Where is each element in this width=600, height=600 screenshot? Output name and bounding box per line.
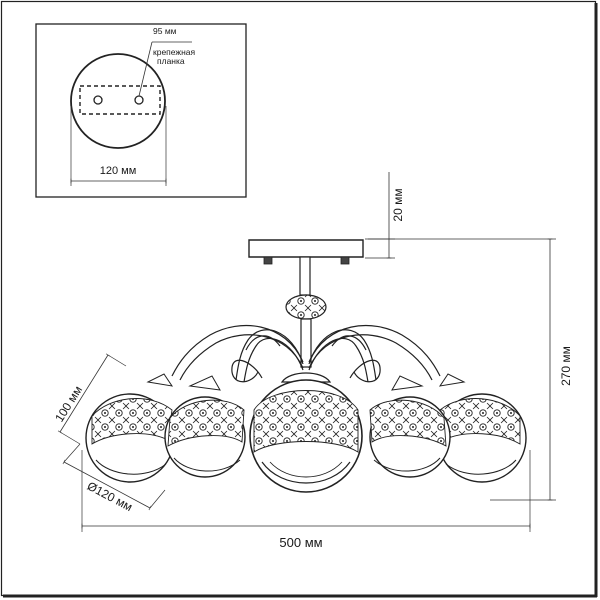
shade-left-lace [167,399,245,447]
shade-right-lace [369,399,447,447]
socket-right [391,375,424,391]
arms [171,324,441,383]
scroll-left-top [245,335,281,351]
center-rod [299,256,311,296]
shade-diameter-ext-left [63,443,81,463]
socket-far-right [438,373,466,387]
scroll-right [349,359,381,383]
shade-right [369,375,451,478]
canopy-screw-right [340,256,350,265]
shade-far-right-rim [445,459,517,475]
mounting-bracket [79,85,161,115]
shade-left-rim [173,457,241,472]
shade-center [249,372,363,493]
shade-right-rim [373,457,441,472]
shade-center-rim-inner [269,461,343,478]
arm-right-inner [308,337,369,383]
canopy-height-dim: 20 мм [365,172,405,259]
screw-hole-left [93,95,103,105]
shade-far-left-rim [95,459,167,475]
arm-right-outer [308,329,377,381]
bracket-name-label-2: планка [157,56,185,66]
shade-height-ext-bottom [59,431,81,445]
shade-height-ext-top [107,354,127,367]
screw-hole-right [134,95,144,105]
arm-far-left-inner [179,334,304,381]
mounting-plate-circle [70,53,166,149]
bracket-leader-line [138,41,153,97]
total-width-label: 500 мм [279,535,322,550]
plate-diameter-label: 120 мм [100,165,137,177]
shade-far-right [437,373,527,483]
shade-height-dim-line [57,353,111,434]
socket-left [188,375,221,391]
shade-diameter-ext-right [149,489,166,509]
bracket-length-label: 95 мм [153,26,177,36]
shade-diameter-dim-line [62,459,152,511]
ceiling-canopy [248,239,364,258]
mounting-plate-inset: 95 мм крепежная планка 120 мм [35,23,247,198]
chandelier [85,239,527,493]
shade-left [164,375,246,478]
canopy-height-label: 20 мм [391,188,405,221]
scroll-right-top [331,335,367,351]
canopy-screw-left [263,256,273,265]
arm-left-outer [235,329,304,381]
arm-far-right-inner [308,334,433,381]
socket-center [280,372,332,383]
arm-left-inner [243,337,304,383]
bracket-name-label-1: крепежная [153,47,196,57]
shade-center-rim-outer [261,461,351,484]
scroll-left [231,359,263,383]
lower-rod [300,318,312,368]
arm-far-right-outer [308,324,441,377]
decorative-knuckle [285,294,327,320]
total-height-dim: 270 мм [368,238,573,501]
total-height-label: 270 мм [559,346,573,386]
arm-far-left-outer [171,324,304,377]
shade-far-left [85,373,175,483]
socket-far-left [146,373,174,387]
shade-diameter-label: Ø120 мм [85,479,135,514]
shade-center-lace [253,390,359,453]
